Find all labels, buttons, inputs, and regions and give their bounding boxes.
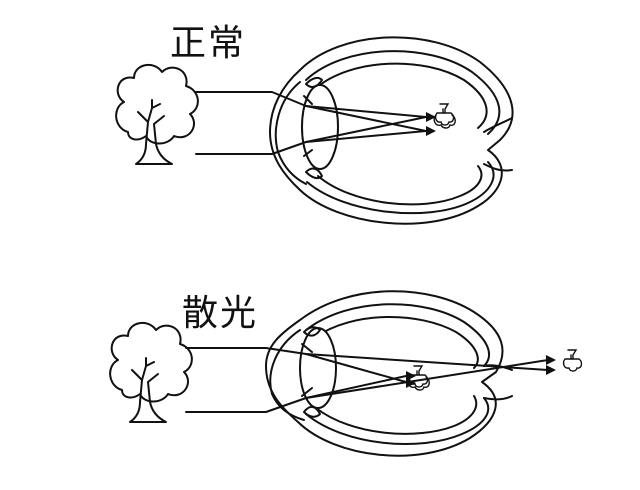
tree-icon [115,63,199,165]
eye-icon [265,290,513,457]
inverted-tree-image-icon [562,349,583,372]
label-normal: 正常 [170,23,247,64]
inverted-tree-image-icon [433,103,456,129]
astigmatism-eye-group [109,290,583,457]
label-astigmatism: 散光 [182,293,259,334]
normal-eye-group [115,36,514,225]
eye-icon [269,36,514,225]
tree-icon [109,321,193,423]
